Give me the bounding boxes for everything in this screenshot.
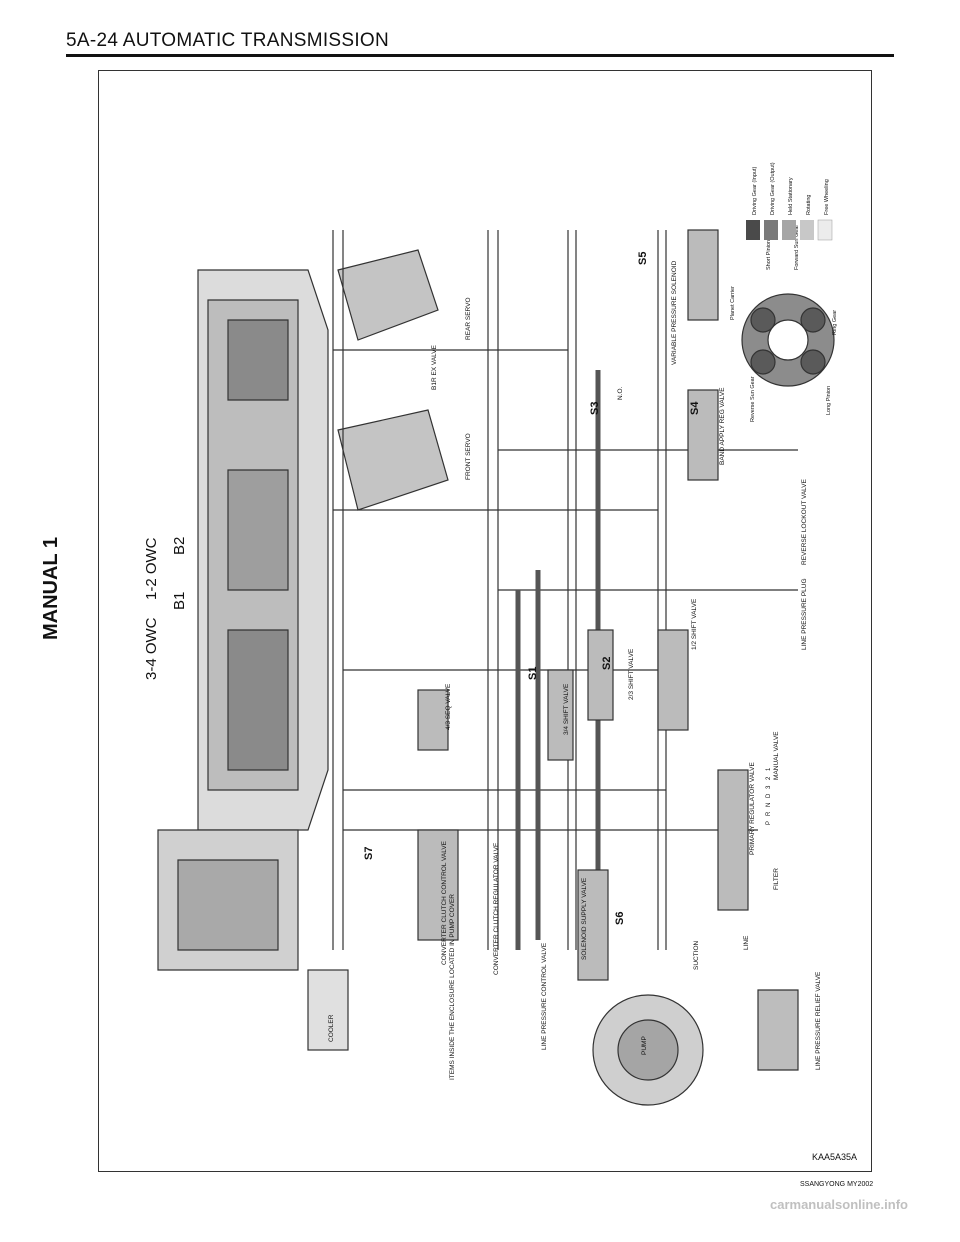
gearset-label-reverse-sun-gear: Reverse Sun Gear: [750, 376, 756, 422]
manual-position-1: 1: [766, 767, 772, 771]
side-title: MANUAL 1: [40, 537, 62, 640]
label-items-inside-enclosure: ITEMS INSIDE THE ENCLOSURE LOCATED IN PU…: [449, 894, 456, 1080]
gearset-label-ring-gear: Ring Gear: [832, 310, 838, 335]
label-1-2-shift-valve: 1/2 SHIFT VALVE: [691, 598, 698, 650]
header-rule: [66, 54, 894, 57]
label-b2: B2: [171, 537, 188, 555]
label-4-3-seq-valve: 4/3 SEQ VALVE: [445, 683, 452, 730]
label-filter: FILTER: [773, 868, 780, 890]
solenoid-s1: S1: [527, 667, 539, 680]
label-line-pressure-control-valve: LINE PRESSURE CONTROL VALVE: [541, 942, 548, 1050]
manual-position-3: 3: [766, 785, 772, 789]
footer-model: SSANGYONG MY2002: [800, 1181, 874, 1188]
gearset-label-long-pinion: Long Pinion: [826, 386, 832, 415]
solenoid-s2: S2: [601, 657, 613, 670]
label-line: LINE: [743, 935, 750, 950]
legend-swatch-driving-output: [764, 220, 778, 240]
label-converter-clutch-control-valve: CONVERTER CLUTCH CONTROL VALVE: [441, 840, 448, 965]
legend-swatch-free-wheeling: [817, 219, 833, 241]
label-line-pressure-relief-valve: LINE PRESSURE RELIEF VALVE: [815, 971, 822, 1070]
manual-position-r: R: [766, 811, 772, 816]
label-cooler: COOLER: [328, 1014, 335, 1042]
label-2-3-shift-valve: 2/3 SHIFT VALVE: [628, 648, 635, 700]
label-manual-valve: MANUAL VALVE: [773, 731, 780, 780]
label-3-4-owc: 3-4 OWC: [143, 617, 160, 680]
manual-position-p: P: [766, 821, 772, 825]
solenoid-s3: S3: [589, 402, 601, 415]
legend-swatch-rotating: [800, 220, 814, 240]
solenoid-s5: S5: [637, 252, 649, 265]
label-b1: B1: [171, 592, 188, 610]
legend-swatch-held: [782, 220, 796, 240]
label-3-4-shift-valve: 3/4 SHIFT VALVE: [563, 683, 570, 735]
gearset-label-forward-sun-gear: Forward Sun Gear: [794, 225, 800, 270]
manual-position-d: D: [766, 793, 772, 798]
label-normally-open: N.O.: [617, 386, 624, 400]
label-reverse-lockout-valve: REVERSE LOCKOUT VALVE: [801, 478, 808, 565]
label-pump: PUMP: [641, 1036, 648, 1055]
manual-position-2: 2: [766, 776, 772, 780]
legend-label-free-wheeling: Free Wheeling: [824, 179, 830, 215]
solenoid-s7: S7: [363, 847, 375, 860]
legend-label-driving-output: Driving Gear (Output): [770, 162, 776, 215]
label-primary-regulator-valve: PRIMARY REGULATOR VALVE: [749, 762, 756, 855]
label-solenoid-supply-valve: SOLENOID SUPPLY VALVE: [581, 877, 588, 960]
label-converter-clutch-regulator-valve: CONVERTER CLUTCH REGULATOR VALVE: [493, 842, 500, 975]
solenoid-s4: S4: [689, 401, 701, 415]
page-header: 5A-24 AUTOMATIC TRANSMISSION: [66, 30, 390, 51]
label-variable-pressure-solenoid: VARIABLE PRESSURE SOLENOID: [671, 260, 678, 365]
figure-reference-code: KAA5A35A: [812, 1152, 858, 1162]
hydraulic-circuit-diagram: 3-4 OWC B1 1-2 OWC B2 S1 S2 S3 S4 S5 S6 …: [143, 162, 838, 1106]
footer-watermark: carmanualsonline.info: [770, 1197, 908, 1212]
label-b1r-ex-valve: B1R EX VALVE: [431, 344, 438, 390]
manual-position-n: N: [766, 803, 772, 807]
solenoid-s6: S6: [614, 912, 626, 925]
label-1-2-owc: 1-2 OWC: [143, 537, 160, 600]
legend-label-rotating: Rotating: [806, 195, 812, 216]
label-line-pressure-plug: LINE PRESSURE PLUG: [801, 578, 808, 650]
legend-label-driving-input: Driving Gear (Input): [752, 167, 758, 215]
label-band-apply-reg-valve: BAND APPLY REG VALVE: [719, 387, 726, 465]
legend-swatch-driving-input: [746, 220, 760, 240]
gearset-label-short-pinion: Short Pinion: [766, 240, 772, 270]
label-rear-servo: REAR SERVO: [465, 297, 472, 340]
legend-label-held: Held Stationary: [788, 177, 794, 215]
label-suction: SUCTION: [693, 940, 700, 970]
gearset-label-planet-carrier: Planet Carrier: [730, 286, 736, 320]
label-front-servo: FRONT SERVO: [465, 433, 472, 480]
